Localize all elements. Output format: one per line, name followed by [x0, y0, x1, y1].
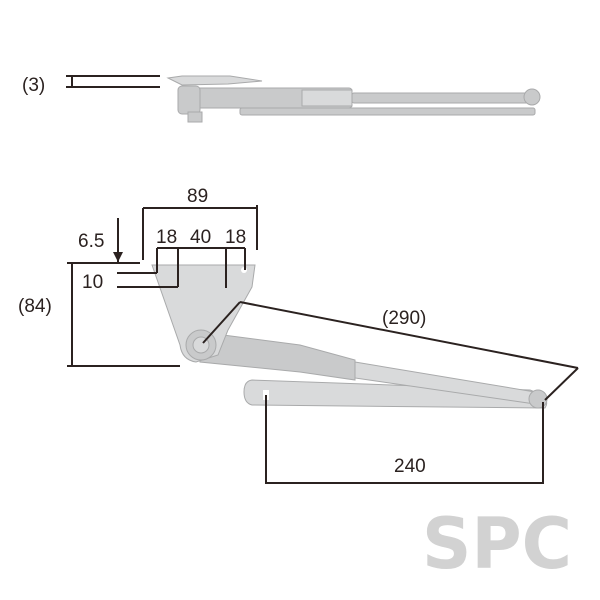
arm-joint	[528, 389, 548, 409]
hole-spacing-label-1: 18	[156, 227, 177, 248]
upper-arm	[199, 331, 356, 381]
bolt	[187, 111, 203, 123]
front-view: 89 18 40 18 6.5 10 (84) (290) 240	[18, 186, 579, 484]
mounting-plate	[166, 75, 263, 86]
thickness-label: (3)	[22, 75, 45, 96]
height-label: (84)	[18, 296, 52, 317]
hole-spacing-label-3: 18	[225, 227, 246, 248]
bracket	[151, 264, 256, 363]
lower-arm-top	[239, 107, 536, 116]
pivot-block	[177, 85, 201, 115]
top-view: (3)	[22, 75, 541, 123]
hole-offset-label: 10	[82, 272, 103, 293]
watermark-logo: SPC	[422, 503, 572, 585]
hole-spacing-label-2: 40	[190, 227, 211, 248]
offset-label: 6.5	[78, 231, 104, 252]
arm-span-label: 240	[394, 456, 426, 477]
width-label: 89	[187, 186, 208, 207]
arm-length-label: (290)	[382, 308, 426, 329]
end-joint	[523, 88, 541, 106]
rod	[351, 92, 531, 104]
